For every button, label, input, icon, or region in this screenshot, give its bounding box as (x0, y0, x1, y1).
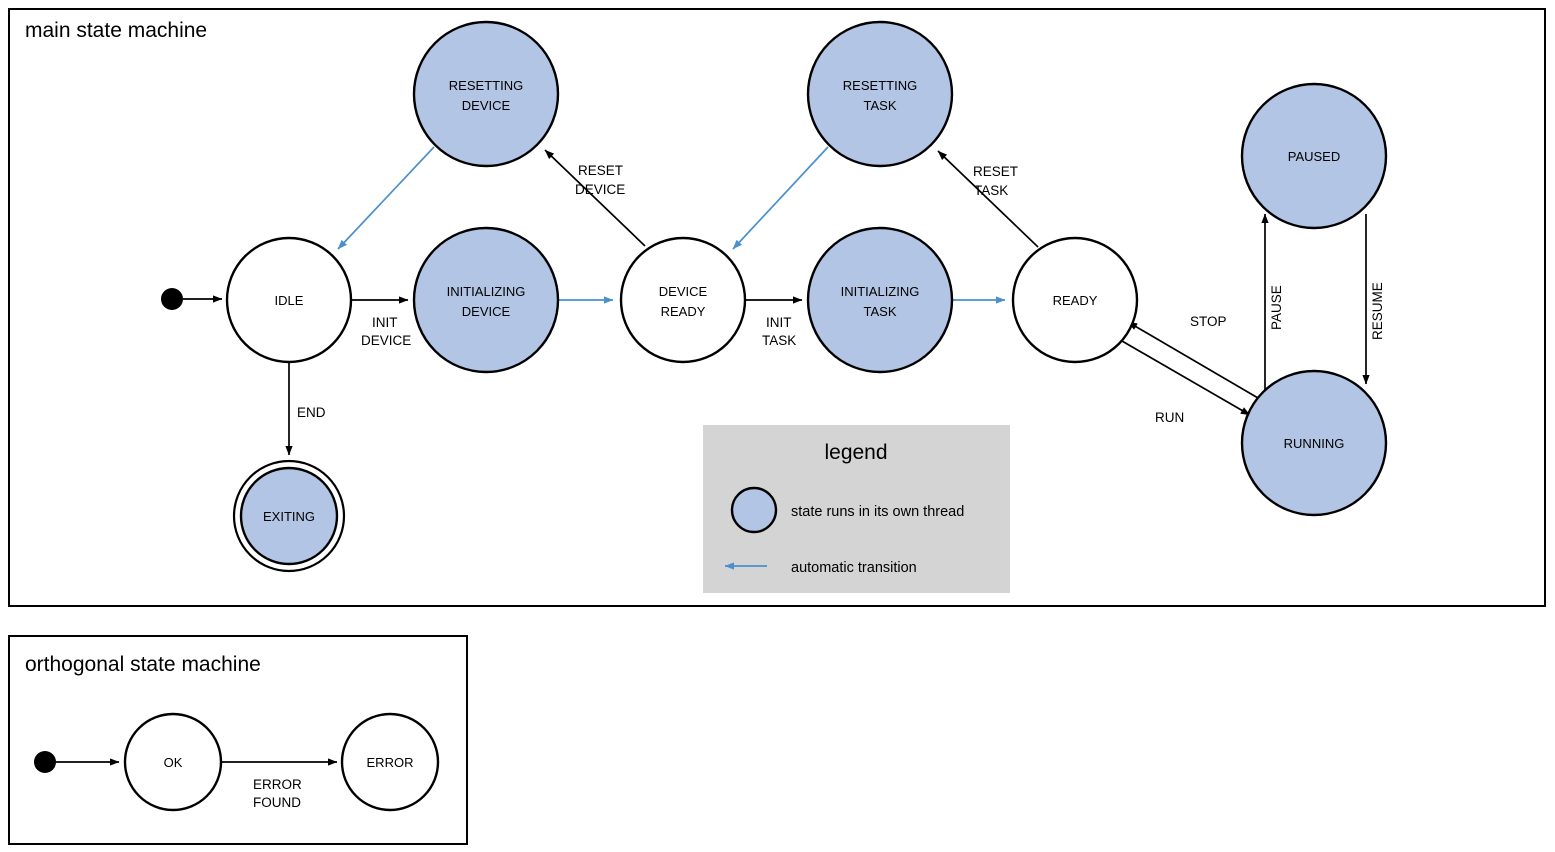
transition-running-to-ready: STOP (1127, 314, 1259, 399)
edge-label-reset-device-line2: DEVICE (575, 182, 625, 197)
state-label-device-ready-line1: DEVICE (659, 284, 708, 299)
transition-resetting-task-to-device-ready (732, 146, 829, 250)
transition-idle-to-exiting: END (285, 362, 326, 456)
state-label-ok: OK (164, 755, 183, 770)
edge-label-error-found-line1: ERROR (253, 777, 302, 792)
state-label-resetting-task-line1: RESETTING (843, 78, 917, 93)
legend: legend state runs in its own thread auto… (703, 425, 1010, 593)
state-exiting[interactable]: EXITING (232, 459, 346, 573)
state-label-resetting-device-line2: DEVICE (462, 98, 511, 113)
edge-label-run: RUN (1155, 410, 1184, 425)
edge-label-init-task-line1: INIT (766, 315, 792, 330)
state-label-initializing-task-line2: TASK (864, 304, 897, 319)
edge-label-reset-task-line1: RESET (973, 164, 1018, 179)
state-label-running: RUNNING (1284, 436, 1345, 451)
edge-label-init-task-line2: TASK (762, 333, 796, 348)
edge-label-init-device-line1: INIT (372, 315, 398, 330)
legend-title: legend (824, 441, 887, 464)
state-initializing-task[interactable]: INITIALIZING TASK (806, 226, 954, 374)
state-label-initializing-device-line2: DEVICE (462, 304, 511, 319)
transition-ready-to-running: RUN (1121, 340, 1251, 425)
state-initializing-device[interactable]: INITIALIZING DEVICE (412, 226, 560, 374)
transition-paused-to-running: RESUME (1362, 214, 1385, 385)
orthogonal-frame-title: orthogonal state machine (25, 653, 261, 676)
edge-label-error-found-line2: FOUND (253, 795, 301, 810)
state-paused[interactable]: PAUSED (1240, 82, 1388, 230)
state-label-device-ready-line2: READY (661, 304, 706, 319)
state-label-resetting-task-line2: TASK (864, 98, 897, 113)
state-resetting-task[interactable]: RESETTING TASK (806, 20, 954, 168)
state-label-ready: READY (1053, 293, 1098, 308)
state-device-ready[interactable]: DEVICE READY (619, 236, 747, 364)
state-label-resetting-device-line1: RESETTING (449, 78, 523, 93)
transition-resetting-device-to-idle (337, 146, 435, 250)
edge-label-init-device-line2: DEVICE (361, 333, 411, 348)
legend-thread-state-text: state runs in its own thread (791, 504, 964, 520)
state-label-initializing-task-line1: INITIALIZING (841, 284, 920, 299)
state-label-paused: PAUSED (1288, 149, 1341, 164)
transition-device-ready-to-initializing-task: INIT TASK (746, 296, 803, 348)
transition-ok-to-error: ERROR FOUND (221, 758, 338, 810)
state-ok[interactable]: OK (123, 712, 223, 812)
main-frame-title: main state machine (25, 19, 207, 42)
edge-label-resume: RESUME (1370, 282, 1385, 340)
state-running[interactable]: RUNNING (1240, 369, 1388, 517)
state-label-idle: IDLE (275, 293, 304, 308)
transition-idle-to-initializing-device: INIT DEVICE (352, 296, 411, 348)
initial-state-dot (161, 288, 183, 310)
edge-label-reset-device-line1: RESET (578, 163, 623, 178)
state-idle[interactable]: IDLE (225, 236, 353, 364)
edge-label-end: END (297, 405, 326, 420)
state-error[interactable]: ERROR (340, 712, 440, 812)
state-label-error: ERROR (367, 755, 414, 770)
state-ready[interactable]: READY (1011, 236, 1139, 364)
legend-automatic-transition-text: automatic transition (791, 560, 917, 576)
edge-label-pause: PAUSE (1269, 285, 1284, 330)
ortho-initial-state-dot (34, 751, 56, 773)
edge-label-reset-task-line2: TASK (974, 183, 1008, 198)
state-label-initializing-device-line1: INITIALIZING (447, 284, 526, 299)
legend-thread-state-swatch (730, 486, 778, 534)
state-resetting-device[interactable]: RESETTING DEVICE (412, 20, 560, 168)
transition-running-to-paused: PAUSE (1261, 213, 1284, 390)
state-label-exiting: EXITING (263, 509, 315, 524)
edge-label-stop: STOP (1190, 314, 1227, 329)
transition-ready-to-resetting-task: RESET TASK (937, 150, 1039, 248)
transition-device-ready-to-resetting-device: RESET DEVICE (544, 149, 646, 247)
